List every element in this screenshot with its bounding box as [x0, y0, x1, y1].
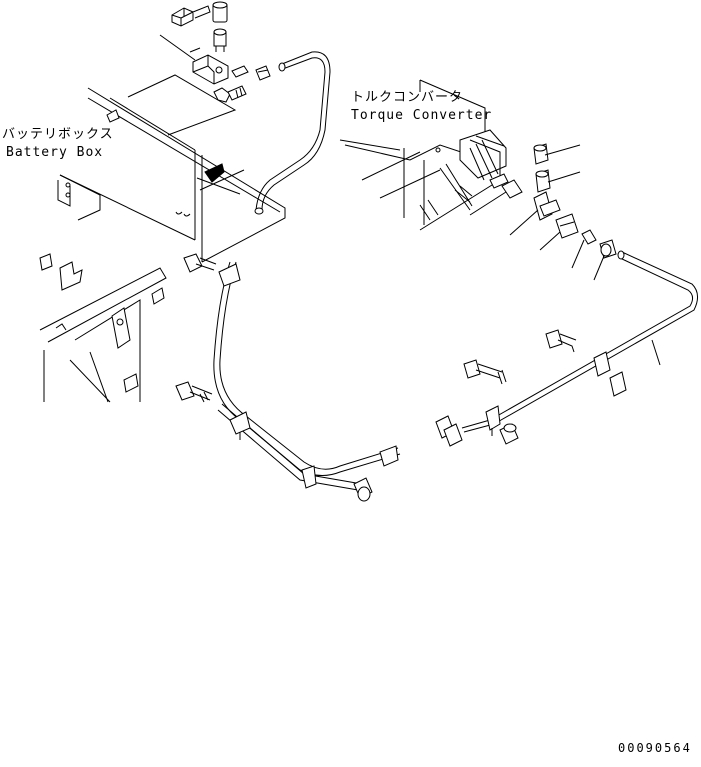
hose-main	[213, 261, 401, 502]
drawing-code: 00090564	[618, 741, 692, 755]
left-frame	[39, 253, 167, 403]
bolt-group-left	[175, 253, 217, 403]
top-bolt-assembly	[127, 1, 271, 136]
battery-box	[57, 87, 286, 263]
battery-box-label-jp: バッテリボックス	[2, 127, 114, 142]
battery-box-label-en: Battery Box	[6, 145, 104, 160]
torque-converter-label-en: Torque Converter	[351, 108, 493, 123]
hose-top	[254, 51, 331, 215]
bolt-group-right	[435, 329, 577, 447]
fitting-group-right	[489, 143, 617, 259]
leader-lines	[339, 139, 661, 366]
torque-converter-label-jp: トルクコンバータ	[351, 90, 464, 105]
rigid-pipe	[461, 250, 698, 436]
torque-converter	[344, 79, 507, 231]
